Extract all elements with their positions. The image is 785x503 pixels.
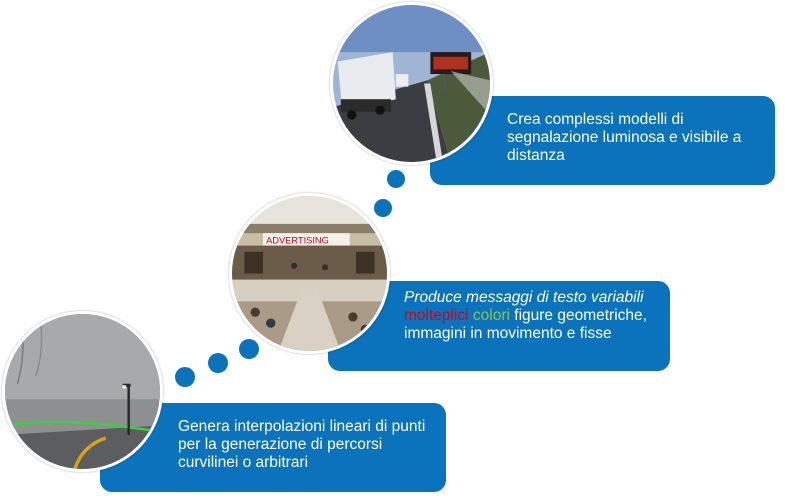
- connector-dot: [208, 353, 228, 373]
- connector-dot: [175, 367, 195, 387]
- step-text: Genera interpolazioni lineari di punti p…: [178, 418, 426, 471]
- step-text-rest: figure geometriche, immagini in moviment…: [404, 307, 647, 342]
- connector-dot: [374, 199, 392, 217]
- highway-photo: [330, 2, 493, 165]
- mall-photo: ADVERTISING: [229, 193, 390, 354]
- step-box-signaling: Crea complessi modelli di segnalazione l…: [430, 96, 775, 185]
- highlight-word-green: colori: [472, 307, 510, 324]
- step-text-italic: Produce messaggi di testo variabili: [404, 289, 644, 306]
- advertising-sign: ADVERTISING: [266, 235, 329, 245]
- connector-dot: [387, 170, 405, 188]
- step-box-messages: Produce messaggi di testo variabili molt…: [328, 281, 670, 371]
- step-text: Crea complessi modelli di segnalazione l…: [507, 111, 742, 164]
- foggy-road-photo: [2, 311, 163, 472]
- connector-dot: [239, 339, 259, 359]
- step-box-interpolation: Genera interpolazioni lineari di punti p…: [100, 403, 446, 492]
- highlight-word-red: molteplici: [404, 307, 469, 324]
